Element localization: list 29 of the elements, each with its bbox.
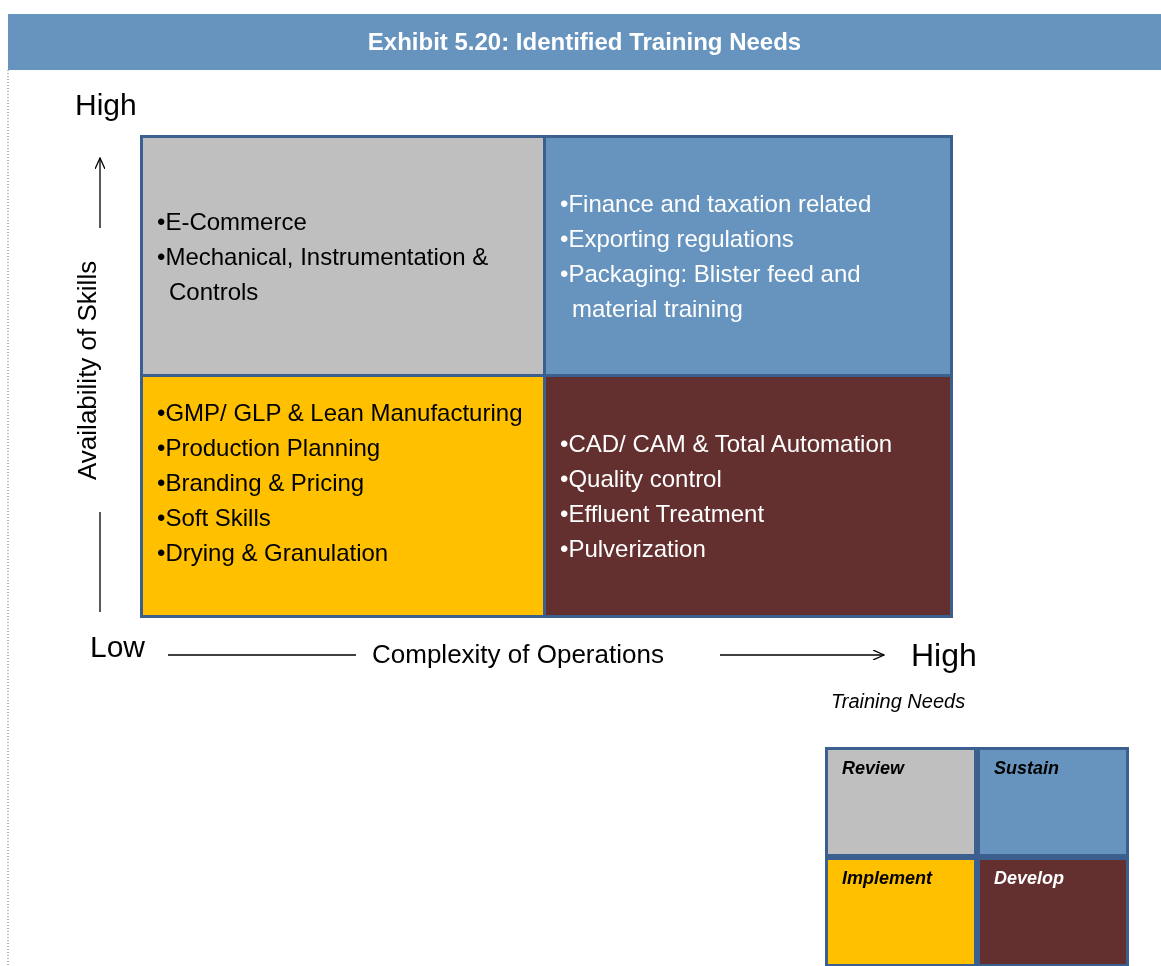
bullet-item: •Mechanical, Instrumentation & Controls (157, 241, 490, 307)
axis-title: Availability of Skills (72, 259, 103, 482)
bullet-item: •Finance and taxation related (560, 189, 873, 219)
axis-label: High (75, 88, 137, 122)
title-banner: Exhibit 5.20: Identified Training Needs (8, 14, 1161, 70)
quadrant-box (543, 374, 953, 618)
bullet-item: •Soft Skills (157, 503, 272, 533)
bullet-item: •Exporting regulations (560, 224, 795, 254)
legend-title: Training Needs (831, 690, 966, 713)
bullet-item: •Quality control (560, 464, 723, 494)
legend-label: Sustain (994, 758, 1059, 778)
bullet-item: •Drying & Granulation (157, 538, 390, 568)
legend-label: Implement (842, 868, 933, 888)
bullet-item: •Production Planning (157, 433, 382, 463)
axis-title: Complexity of Operations (372, 639, 664, 670)
axis-label: High (911, 637, 977, 674)
quadrant-box (543, 135, 953, 377)
bullet-item: •E-Commerce (157, 206, 308, 237)
axis-label: Low (90, 630, 146, 664)
bullet-item: •Packaging: Blister feed and material training (560, 259, 862, 324)
quadrant-box (140, 374, 546, 618)
legend-label: Review (842, 758, 905, 778)
quadrant-box (140, 135, 546, 377)
bullet-item: •Pulverization (560, 534, 707, 564)
bullet-item: •Branding & Pricing (157, 468, 366, 498)
legend-label: Develop (994, 868, 1065, 888)
bullet-item: •Effluent Treatment (560, 499, 766, 529)
bullet-item: •GMP/ GLP & Lean Manufacturing (157, 398, 524, 428)
bullet-item: •CAD/ CAM & Total Automation (560, 429, 894, 459)
